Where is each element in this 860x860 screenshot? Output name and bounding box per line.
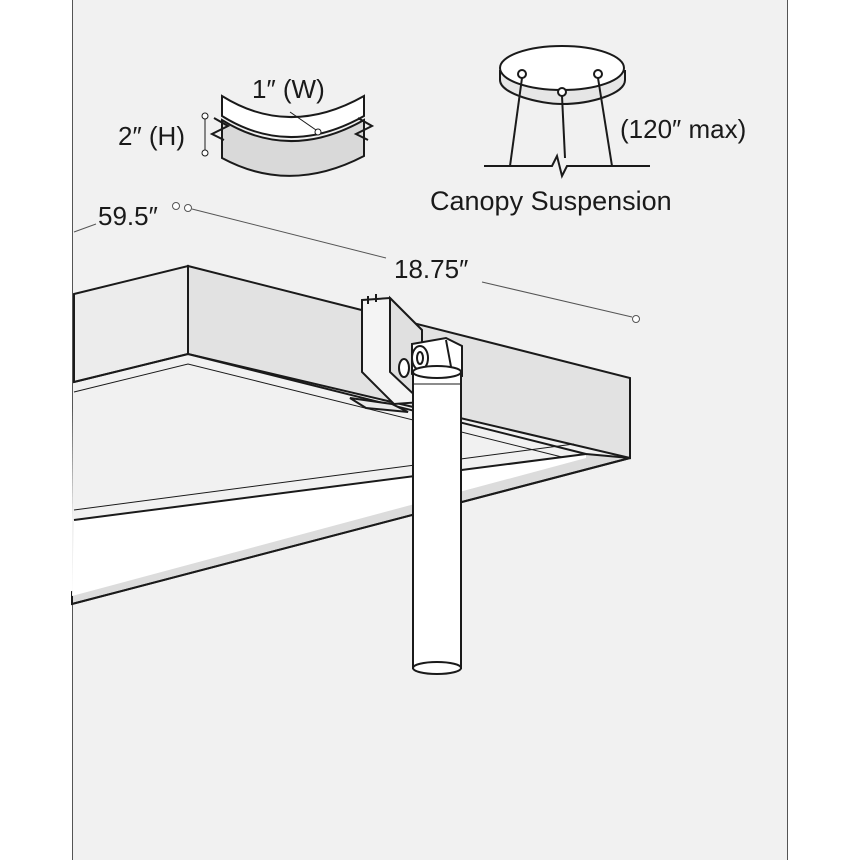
max-length-label: (120″ max) xyxy=(620,114,746,144)
height-label: 2″ (H) xyxy=(118,121,185,151)
canopy-suspension-inset xyxy=(484,45,650,179)
depth-label: 18.75″ xyxy=(394,254,468,284)
dimension-leaders xyxy=(73,202,640,323)
pendant-cylinder xyxy=(412,365,462,675)
length-label: 59.5″ xyxy=(98,201,158,231)
suspension-caption: Canopy Suspension xyxy=(430,186,672,216)
width-label: 1″ (W) xyxy=(252,74,325,104)
profile-cross-section xyxy=(201,94,375,177)
rectangular-fixture xyxy=(71,264,631,606)
